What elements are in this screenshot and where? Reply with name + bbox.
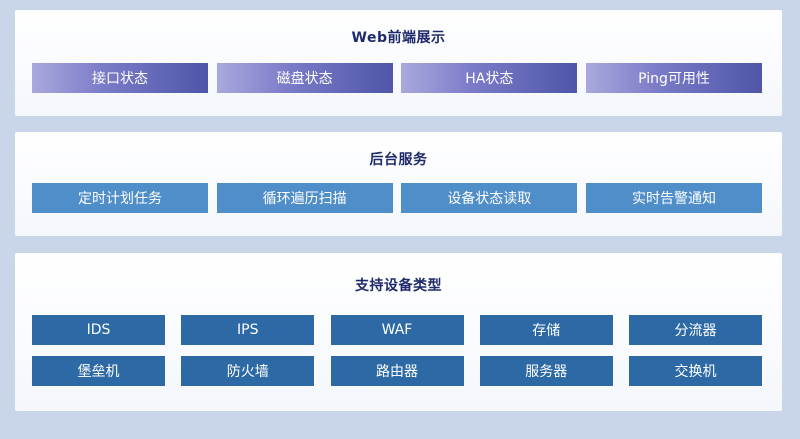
device-splitter: 分流器 bbox=[629, 315, 762, 345]
device-router: 路由器 bbox=[330, 356, 464, 386]
supported-devices-panel: 支持设备类型 IDS IPS WAF 存储 分流器 堡垒机 防火墙 路由器 服务… bbox=[15, 253, 782, 411]
backend-item-realtime-alert: 实时告警通知 bbox=[585, 183, 762, 213]
web-frontend-panel: Web前端展示 接口状态 磁盘状态 HA状态 Ping可用性 bbox=[15, 10, 782, 116]
backend-item-scheduled-tasks: 定时计划任务 bbox=[32, 183, 208, 213]
web-frontend-row: 接口状态 磁盘状态 HA状态 Ping可用性 bbox=[32, 63, 762, 93]
device-ips: IPS bbox=[181, 315, 315, 345]
device-server: 服务器 bbox=[479, 356, 613, 386]
device-waf: WAF bbox=[330, 315, 464, 345]
web-item-ping-availability: Ping可用性 bbox=[585, 63, 762, 93]
device-ids: IDS bbox=[32, 315, 165, 345]
device-storage: 存储 bbox=[479, 315, 613, 345]
backend-item-loop-scan: 循环遍历扫描 bbox=[216, 183, 393, 213]
backend-service-title: 后台服务 bbox=[369, 152, 428, 168]
device-bastion-host: 堡垒机 bbox=[32, 356, 165, 386]
web-item-disk-status: 磁盘状态 bbox=[216, 63, 393, 93]
supported-devices-title: 支持设备类型 bbox=[355, 278, 442, 294]
device-row-1: IDS IPS WAF 存储 分流器 bbox=[32, 315, 762, 345]
web-frontend-title: Web前端展示 bbox=[351, 30, 446, 46]
web-item-interface-status: 接口状态 bbox=[32, 63, 208, 93]
device-switch: 交换机 bbox=[629, 356, 762, 386]
web-item-ha-status: HA状态 bbox=[401, 63, 578, 93]
device-firewall: 防火墙 bbox=[181, 356, 315, 386]
device-row-2: 堡垒机 防火墙 路由器 服务器 交换机 bbox=[32, 356, 762, 386]
backend-service-row: 定时计划任务 循环遍历扫描 设备状态读取 实时告警通知 bbox=[32, 183, 762, 213]
backend-service-panel: 后台服务 定时计划任务 循环遍历扫描 设备状态读取 实时告警通知 bbox=[15, 132, 782, 236]
backend-item-device-status-read: 设备状态读取 bbox=[401, 183, 578, 213]
